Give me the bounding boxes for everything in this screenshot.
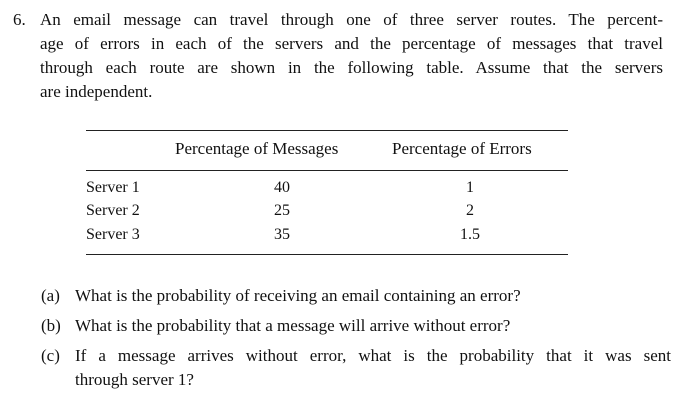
server-name: Server 2 (86, 202, 140, 219)
server-name: Server 3 (86, 226, 140, 243)
question-text: What is the probability that a message w… (75, 316, 511, 335)
table-header-rule (86, 170, 568, 171)
problem-line-4: are independent. (40, 82, 153, 101)
question-list: (a) What is the probability of receiving… (41, 284, 671, 392)
table-row: Server 1 40 1 (86, 177, 568, 199)
header-percentage-of-errors: Percentage of Errors (392, 139, 532, 158)
problem-text-line: An email message can travel through one … (40, 10, 663, 29)
question-text: If a message arrives without error, what… (75, 346, 671, 365)
question-label: (b) (41, 316, 61, 335)
table-top-rule (86, 130, 568, 131)
problem-number: 6. (13, 10, 26, 29)
server-name: Server 1 (86, 179, 140, 196)
table-row: Server 2 25 2 (86, 200, 568, 222)
question-b: (b) What is the probability that a messa… (41, 314, 671, 338)
question-text: What is the probability of receiving an … (75, 286, 521, 305)
question-c: (c) If a message arrives without error, … (41, 344, 671, 392)
question-label: (a) (41, 286, 60, 305)
errors-value: 2 (466, 202, 474, 219)
table-row: Server 3 35 1.5 (86, 224, 568, 246)
messages-value: 40 (274, 179, 290, 196)
messages-value: 35 (274, 226, 290, 243)
problem-line-3: through each route are shown in the foll… (40, 58, 663, 77)
messages-value: 25 (274, 202, 290, 219)
question-label: (c) (41, 346, 60, 365)
problem-line-2: age of errors in each of the servers and… (40, 34, 663, 53)
question-text-continued: through server 1? (75, 370, 194, 389)
header-percentage-of-messages: Percentage of Messages (175, 139, 339, 158)
errors-value: 1 (466, 179, 474, 196)
problem-line-1: 6. An email message can travel through on… (13, 8, 663, 32)
problem-statement: 6. An email message can travel through on… (13, 8, 663, 104)
errors-value: 1.5 (460, 226, 480, 243)
question-a: (a) What is the probability of receiving… (41, 284, 671, 308)
table-bottom-rule (86, 254, 568, 255)
